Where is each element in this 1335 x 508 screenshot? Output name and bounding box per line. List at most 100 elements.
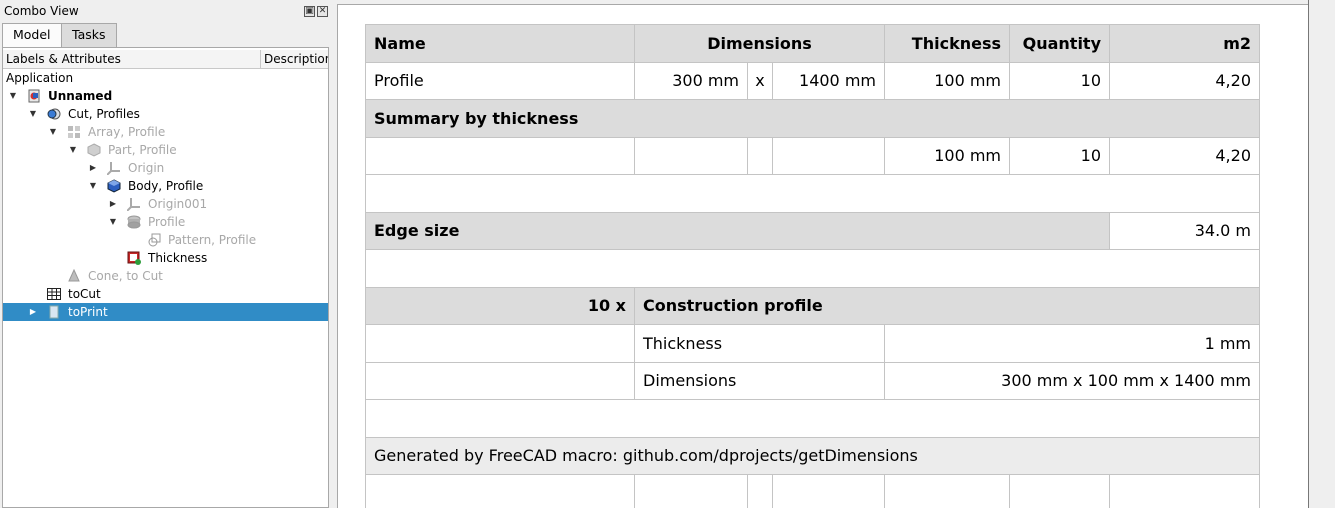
profile-m2: 4,20	[1109, 61, 1260, 100]
empty-cell	[365, 174, 1260, 213]
thickness-icon	[127, 251, 141, 265]
empty-cell	[1109, 474, 1260, 508]
tree-item-thickness[interactable]: Thickness	[3, 249, 328, 267]
part-icon	[87, 143, 101, 157]
expanded-arrow-icon[interactable]: ▼	[69, 145, 77, 154]
header-m2: m2	[1109, 24, 1260, 63]
tree-item-label: Origin	[128, 161, 165, 175]
summary-title: Summary by thickness	[365, 99, 1260, 138]
expanded-arrow-icon[interactable]: ▼	[49, 127, 57, 136]
empty-cell	[365, 399, 1260, 438]
header-thickness: Thickness	[884, 24, 1010, 63]
cut-icon	[47, 108, 61, 120]
summary-thickness: 100 mm	[884, 136, 1010, 175]
profile-quantity: 10	[1009, 61, 1110, 100]
table-row: Profile 300 mm x 1400 mm 100 mm 10 4,20	[365, 61, 1260, 100]
summary-quantity: 10	[1009, 136, 1110, 175]
expanded-arrow-icon[interactable]: ▼	[89, 181, 97, 190]
tree-item-origin001[interactable]: ▶ Origin001	[3, 195, 328, 213]
summary-header-row: Summary by thickness	[365, 99, 1260, 138]
empty-cell	[1009, 474, 1110, 508]
empty-cell	[634, 136, 748, 175]
model-tree: Labels & Attributes Description Applicat…	[2, 47, 329, 508]
tree-item-label: Unnamed	[48, 89, 113, 103]
summary-row: 100 mm 10 4,20	[365, 136, 1260, 175]
tree-item-label: Origin001	[148, 197, 208, 211]
tree-item-profile[interactable]: ▼ Profile	[3, 213, 328, 231]
table-header-row: Name Dimensions Thickness Quantity m2	[365, 24, 1260, 63]
tree-item-part-profile[interactable]: ▼ Part, Profile	[3, 141, 328, 159]
tree-item-label: Cut, Profiles	[68, 107, 140, 121]
tree-item-label: toPrint	[68, 305, 108, 319]
header-dimensions: Dimensions	[634, 24, 885, 63]
empty-row	[365, 474, 1260, 508]
tree-item-body-profile[interactable]: ▼ Body, Profile	[3, 177, 328, 195]
collapsed-arrow-icon[interactable]: ▶	[29, 307, 37, 316]
header-labels-attributes[interactable]: Labels & Attributes	[3, 50, 261, 68]
construction-row: Thickness 1 mm	[365, 324, 1260, 363]
tree-item-label: Array, Profile	[88, 125, 166, 139]
sketch-icon	[148, 233, 161, 247]
expanded-arrow-icon[interactable]: ▼	[29, 109, 37, 118]
tab-tasks[interactable]: Tasks	[61, 23, 117, 47]
footer-row: Generated by FreeCAD macro: github.com/d…	[365, 436, 1260, 475]
construction-row: Dimensions 300 mm x 100 mm x 1400 mm	[365, 361, 1260, 400]
document-icon	[28, 89, 40, 103]
profile-x: x	[747, 61, 773, 100]
combo-view-panel: Combo View ▣ ✕ Model Tasks Labels & Attr…	[0, 0, 331, 508]
header-description[interactable]: Description	[264, 52, 328, 66]
construction-value: 300 mm x 100 mm x 1400 mm	[884, 361, 1260, 400]
tree-item-label: toCut	[68, 287, 101, 301]
generated-by-note: Generated by FreeCAD macro: github.com/d…	[365, 436, 1260, 475]
combo-tabs: Model Tasks	[0, 23, 331, 48]
tree-item-toprint[interactable]: ▶ toPrint	[3, 303, 328, 321]
expanded-arrow-icon[interactable]: ▼	[9, 91, 17, 100]
summary-m2: 4,20	[1109, 136, 1260, 175]
empty-cell	[365, 324, 635, 363]
construction-label: Thickness	[634, 324, 885, 363]
spacer-row	[365, 249, 1260, 288]
header-quantity: Quantity	[1009, 24, 1110, 63]
cone-icon	[68, 269, 80, 282]
empty-cell	[772, 136, 885, 175]
profile-dim1: 300 mm	[634, 61, 748, 100]
collapsed-arrow-icon[interactable]: ▶	[109, 199, 117, 208]
tree-item-label: Application	[6, 71, 74, 85]
tree-item-label: Part, Profile	[108, 143, 177, 157]
body-icon	[107, 179, 121, 193]
profile-thickness: 100 mm	[884, 61, 1010, 100]
tree-item-application[interactable]: Application	[3, 69, 328, 87]
tree-item-label: Pattern, Profile	[168, 233, 257, 247]
window-edge	[1308, 0, 1335, 508]
tree-item-cone-to-cut[interactable]: Cone, to Cut	[3, 267, 328, 285]
empty-cell	[634, 474, 748, 508]
tree-item-label: Body, Profile	[128, 179, 204, 193]
empty-cell	[747, 136, 773, 175]
header-name: Name	[365, 24, 635, 63]
empty-cell	[365, 361, 635, 400]
page-view: Name Dimensions Thickness Quantity m2 Pr…	[337, 4, 1308, 508]
expanded-arrow-icon[interactable]: ▼	[109, 217, 117, 226]
tree-item-pattern-profile[interactable]: Pattern, Profile	[3, 231, 328, 249]
origin-axes-icon	[127, 198, 140, 211]
close-icon[interactable]: ✕	[317, 6, 328, 17]
empty-cell	[884, 474, 1010, 508]
collapsed-arrow-icon[interactable]: ▶	[89, 163, 97, 172]
tree-item-cut-profiles[interactable]: ▼ Cut, Profiles	[3, 105, 328, 123]
tree-item-label: Cone, to Cut	[88, 269, 163, 283]
empty-cell	[365, 474, 635, 508]
panel-splitter[interactable]	[331, 0, 337, 508]
tab-model[interactable]: Model	[2, 23, 62, 48]
float-icon[interactable]: ▣	[304, 6, 315, 17]
tree-item-origin[interactable]: ▶ Origin	[3, 159, 328, 177]
tree-item-array-profile[interactable]: ▼ Array, Profile	[3, 123, 328, 141]
spreadsheet-icon	[47, 288, 61, 300]
construction-title: Construction profile	[634, 286, 1260, 325]
tree-item-tocut[interactable]: toCut	[3, 285, 328, 303]
tree-item-unnamed[interactable]: ▼ Unnamed	[3, 87, 328, 105]
spacer-row	[365, 399, 1260, 438]
construction-header-row: 10 x Construction profile	[365, 286, 1260, 325]
empty-cell	[747, 474, 773, 508]
tree-header: Labels & Attributes Description	[3, 50, 328, 69]
profile-dim2: 1400 mm	[772, 61, 885, 100]
